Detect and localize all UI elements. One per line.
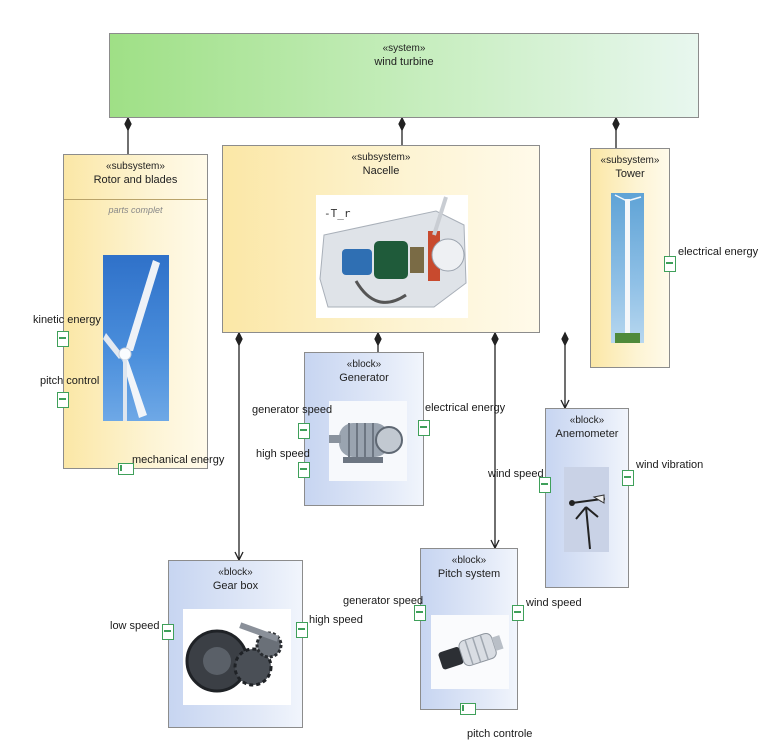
port-direction-icon <box>416 611 423 613</box>
port-mechanical-energy[interactable] <box>118 463 134 475</box>
stereotype-label: «block» <box>569 415 605 426</box>
stereotype-label: «block» <box>218 567 253 578</box>
subsystem-tower[interactable]: «subsystem» Tower <box>590 148 670 368</box>
port-direction-icon <box>59 398 66 400</box>
port-label-tower-electrical-energy: electrical energy <box>678 246 759 258</box>
block-name: wind turbine <box>374 56 434 68</box>
port-pitch-control[interactable] <box>57 392 69 408</box>
block-anemometer[interactable]: «block» Anemometer <box>545 408 629 588</box>
port-label-anem-wind-vibration: wind vibration <box>636 459 704 471</box>
port-direction-icon <box>624 476 631 478</box>
subsystem-nacelle[interactable]: «subsystem» Nacelle -T_r <box>222 145 540 333</box>
block-name: Nacelle <box>362 165 400 177</box>
port-direction-icon <box>514 611 521 613</box>
block-gear-box[interactable]: «block» Gear box <box>168 560 303 728</box>
block-name: Gear box <box>212 580 259 592</box>
port-tower-electrical-energy[interactable] <box>664 256 676 272</box>
stereotype-label: «block» <box>451 555 487 566</box>
port-direction-icon <box>666 262 673 264</box>
block-generator[interactable]: «block» Generator <box>304 352 424 506</box>
port-direction-icon <box>420 426 427 428</box>
port-direction-icon <box>541 483 548 485</box>
stereotype-label: «system» <box>382 43 426 54</box>
port-pitch-wind-speed[interactable] <box>512 605 524 621</box>
port-label-pitch-control: pitch control <box>40 375 100 387</box>
port-direction-icon <box>462 705 464 711</box>
port-label-gen-generator-speed: generator speed <box>252 404 333 416</box>
block-name: Generator <box>339 372 389 384</box>
stereotype-label: «block» <box>346 359 382 370</box>
port-label-pitch-generator-speed: generator speed <box>343 595 424 607</box>
port-direction-icon <box>300 429 307 431</box>
port-anem-wind-vibration[interactable] <box>622 470 634 486</box>
port-gen-generator-speed[interactable] <box>298 423 310 439</box>
port-label-kinetic-energy: kinetic energy <box>33 314 101 326</box>
system-block-wind-turbine[interactable]: «system» wind turbine <box>109 33 699 118</box>
generator-image <box>329 401 407 481</box>
nacelle-cutaway-image: -T_r <box>316 195 468 318</box>
stereotype-label: «subsystem» <box>106 161 165 172</box>
compartment-divider <box>64 199 207 200</box>
port-gen-electrical-energy[interactable] <box>418 420 430 436</box>
port-label-gear-high-speed: high speed <box>309 614 363 626</box>
port-anem-wind-speed[interactable] <box>539 477 551 493</box>
compartment-label: parts complet <box>108 205 163 215</box>
port-label-anem-wind-speed: wind speed <box>488 468 544 480</box>
block-name: Anemometer <box>555 428 619 440</box>
port-direction-icon <box>164 630 171 632</box>
stereotype-label: «subsystem» <box>351 152 411 163</box>
port-label-gear-low-speed: low speed <box>110 620 160 632</box>
port-gear-low-speed[interactable] <box>162 624 174 640</box>
svg-text:-T_r: -T_r <box>324 207 351 220</box>
gearbox-image <box>183 609 291 705</box>
tower-image <box>611 193 644 343</box>
block-name: Pitch system <box>437 568 501 580</box>
wind-turbine-rotor-image <box>103 255 169 421</box>
block-name: Tower <box>615 168 645 180</box>
port-direction-icon <box>298 628 305 630</box>
port-label-gen-electrical-energy: electrical energy <box>425 402 506 414</box>
port-label-pitch-wind-speed: wind speed <box>526 597 582 609</box>
subsystem-rotor-and-blades[interactable]: «subsystem» Rotor and blades parts compl… <box>63 154 208 469</box>
port-direction-icon <box>120 465 122 471</box>
block-pitch-system[interactable]: «block» Pitch system <box>420 548 518 710</box>
port-label-mechanical-energy: mechanical energy <box>132 454 225 466</box>
port-label-pitch-controle: pitch controle <box>467 728 533 740</box>
port-gen-high-speed[interactable] <box>298 462 310 478</box>
port-gear-high-speed[interactable] <box>296 622 308 638</box>
stereotype-label: «subsystem» <box>600 155 660 166</box>
port-kinetic-energy[interactable] <box>57 331 69 347</box>
pitch-drive-image <box>431 615 509 689</box>
port-pitch-generator-speed[interactable] <box>414 605 426 621</box>
block-name: Rotor and blades <box>93 174 178 186</box>
port-pitch-controle[interactable] <box>460 703 476 715</box>
port-label-gen-high-speed: high speed <box>256 448 310 460</box>
port-direction-icon <box>300 468 307 470</box>
port-direction-icon <box>59 337 66 339</box>
anemometer-image <box>564 467 609 552</box>
